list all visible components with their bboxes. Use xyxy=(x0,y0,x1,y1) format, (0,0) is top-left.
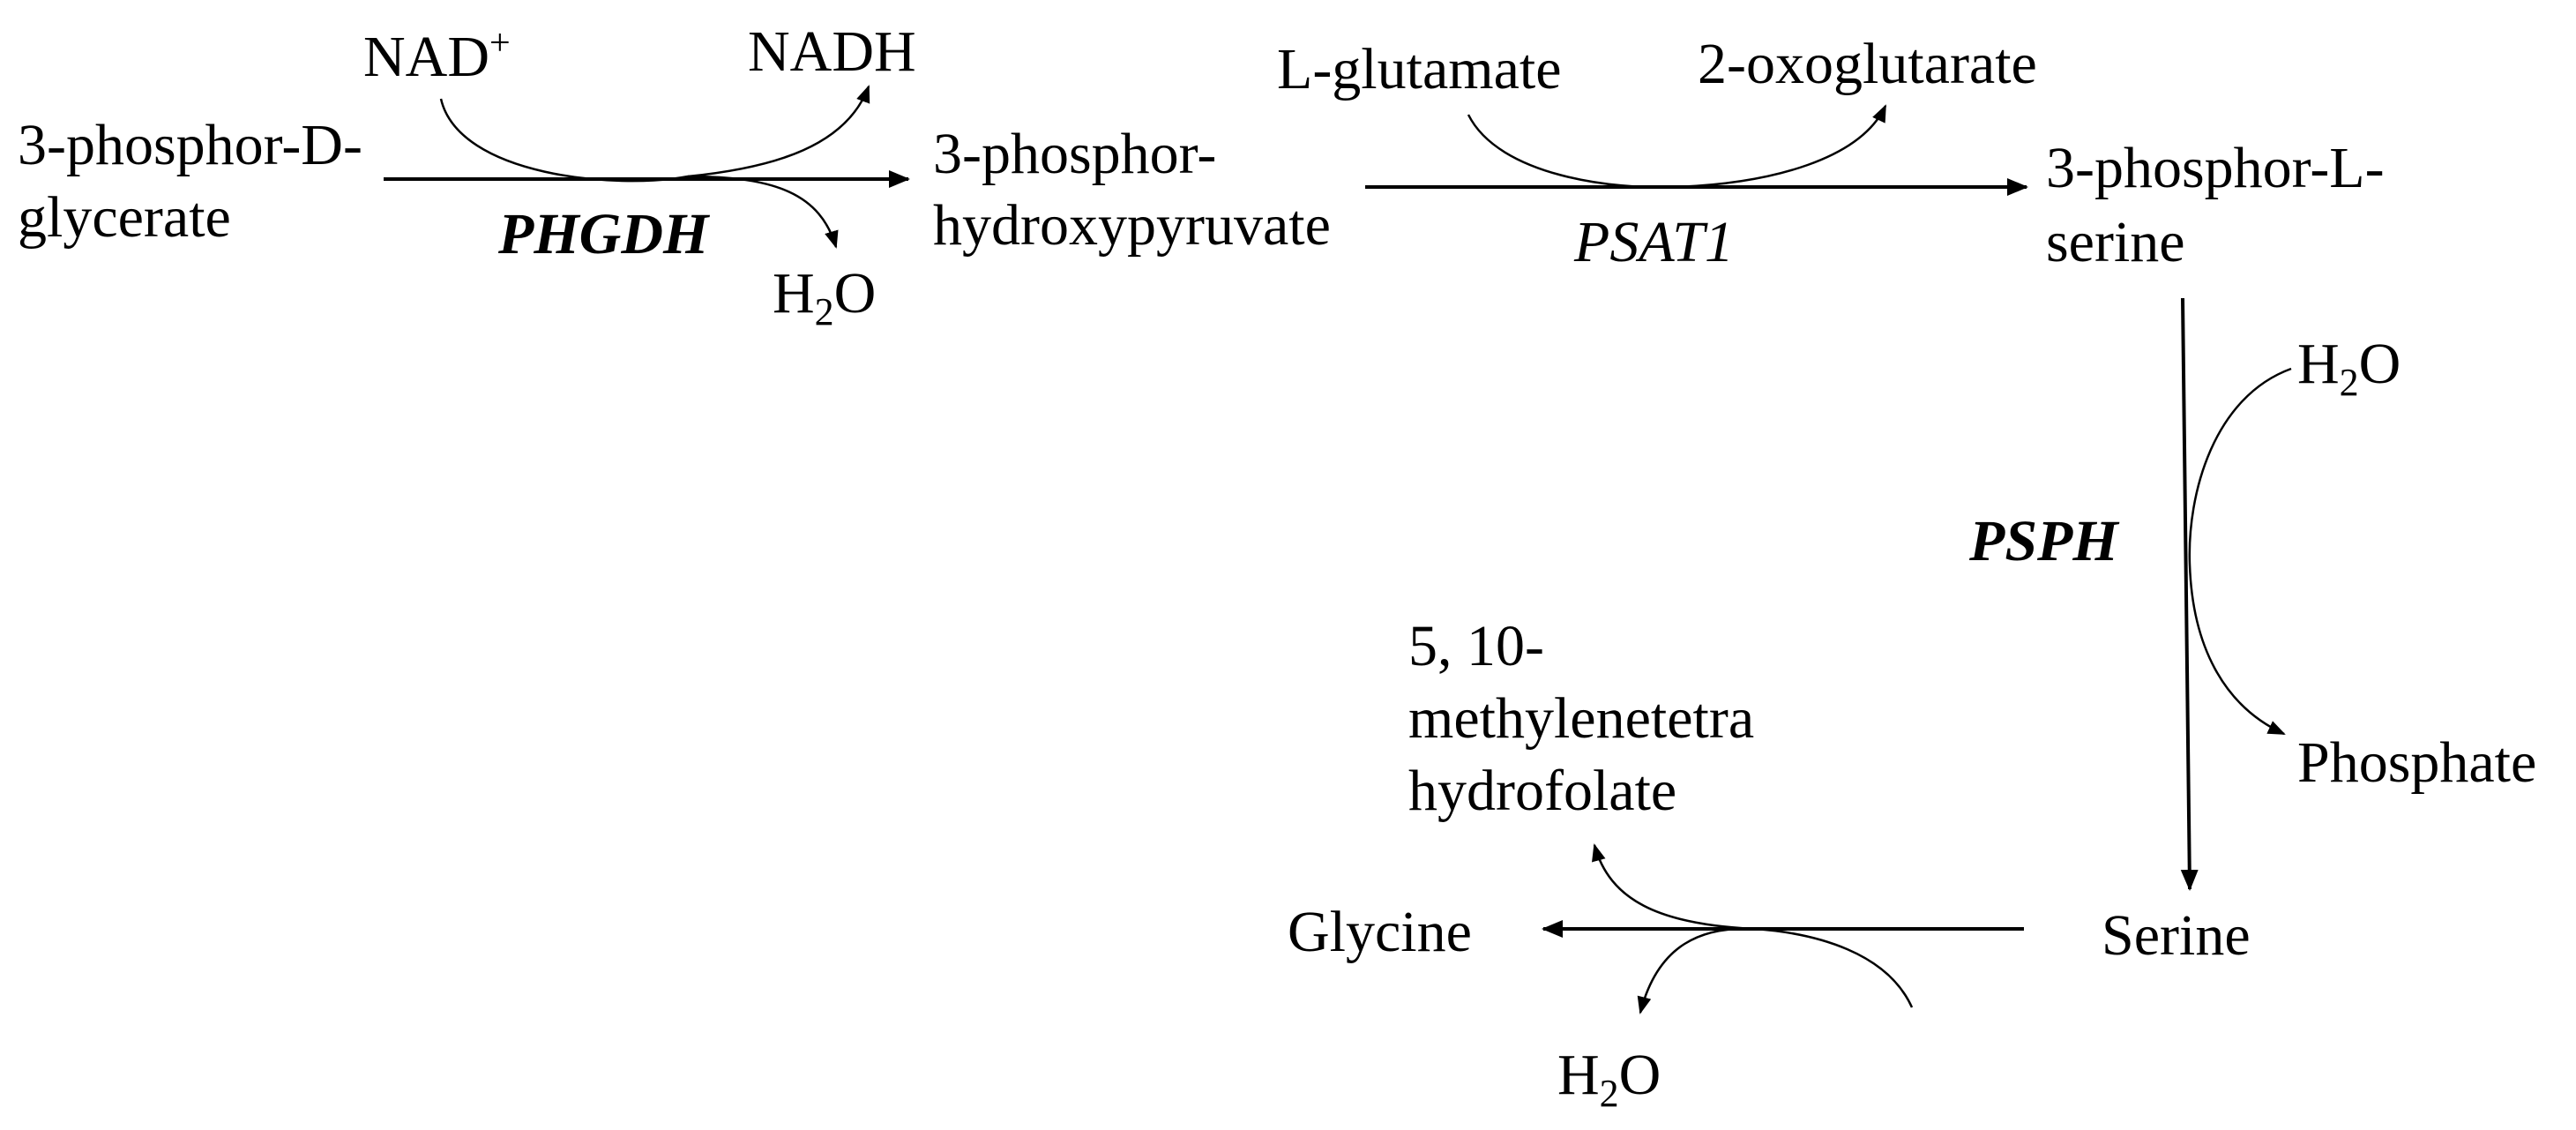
metabolite-serine: Serine xyxy=(2102,903,2251,968)
metabolite-methylene-thf-line2: methylenetetra xyxy=(1408,686,1754,751)
enzyme-psat1: PSAT1 xyxy=(1573,210,1734,274)
water-2-subscript: 2 xyxy=(2340,361,2359,404)
enzyme-psph: PSPH xyxy=(1968,509,2120,573)
cofactor-curve-water-to-phosphate xyxy=(2188,367,2292,736)
cofactor-nadh: NADH xyxy=(748,19,916,84)
cofactor-2-oxoglutarate: 2-oxoglutarate xyxy=(1698,32,2037,96)
reaction-arrow-psph xyxy=(2180,297,2199,891)
metabolite-methylene-thf-line3: hydrofolate xyxy=(1408,759,1676,823)
water-1-h: H xyxy=(773,261,815,326)
product-curve-water-1 xyxy=(687,175,839,249)
cofactor-nad-plus: NAD+ xyxy=(363,23,511,89)
enzyme-phgdh: PHGDH xyxy=(497,202,711,266)
water-2-h: H xyxy=(2297,332,2340,396)
cofactor-nad-superscript: + xyxy=(489,23,511,64)
metabolite-3-phosphor-hydroxypyruvate: 3-phosphor- hydroxypyruvate xyxy=(933,122,1331,258)
cofactor-water-3: H2O xyxy=(1557,1043,1661,1115)
cofactor-curve-nad-to-nadh xyxy=(439,85,870,183)
water-2-o: O xyxy=(2359,332,2401,396)
water-1-o: O xyxy=(834,261,877,326)
metabolite-3-phosphor-l-serine-line2: serine xyxy=(2046,210,2185,274)
cofactor-water-2: H2O xyxy=(2297,332,2401,404)
metabolite-3-phosphor-hydroxypyruvate-line2: hydroxypyruvate xyxy=(933,193,1331,258)
metabolite-5-10-methylenetetrahydrofolate: 5, 10- methylenetetra hydrofolate xyxy=(1408,614,1769,823)
metabolite-3-phosphor-l-serine-line1: 3-phosphor-L- xyxy=(2046,136,2385,200)
water-1-subscript: 2 xyxy=(815,290,834,333)
cofactor-nad-base: NAD xyxy=(363,25,489,89)
metabolite-3-phosphor-d-glycerate-line1: 3-phosphor-D- xyxy=(18,113,362,177)
cofactor-water-1: H2O xyxy=(773,261,876,333)
cofactor-curve-glutamate-to-oxoglutarate xyxy=(1467,104,1887,189)
cofactor-curve-thf-to-methylene-thf xyxy=(1592,843,1914,1008)
metabolite-methylene-thf-line1: 5, 10- xyxy=(1408,614,1544,678)
metabolite-3-phosphor-l-serine: 3-phosphor-L- serine xyxy=(2046,136,2399,274)
water-3-subscript: 2 xyxy=(1600,1072,1619,1115)
water-3-o: O xyxy=(1619,1043,1661,1107)
metabolite-3-phosphor-d-glycerate: 3-phosphor-D- glycerate xyxy=(18,113,377,250)
cofactor-l-glutamate: L-glutamate xyxy=(1277,37,1562,101)
product-curve-water-3 xyxy=(1637,927,1756,1014)
metabolite-glycine: Glycine xyxy=(1288,900,1472,964)
water-3-h: H xyxy=(1557,1043,1600,1107)
cofactor-phosphate: Phosphate xyxy=(2297,730,2536,795)
metabolite-3-phosphor-hydroxypyruvate-line1: 3-phosphor- xyxy=(933,122,1216,186)
metabolite-3-phosphor-d-glycerate-line2: glycerate xyxy=(18,185,231,250)
